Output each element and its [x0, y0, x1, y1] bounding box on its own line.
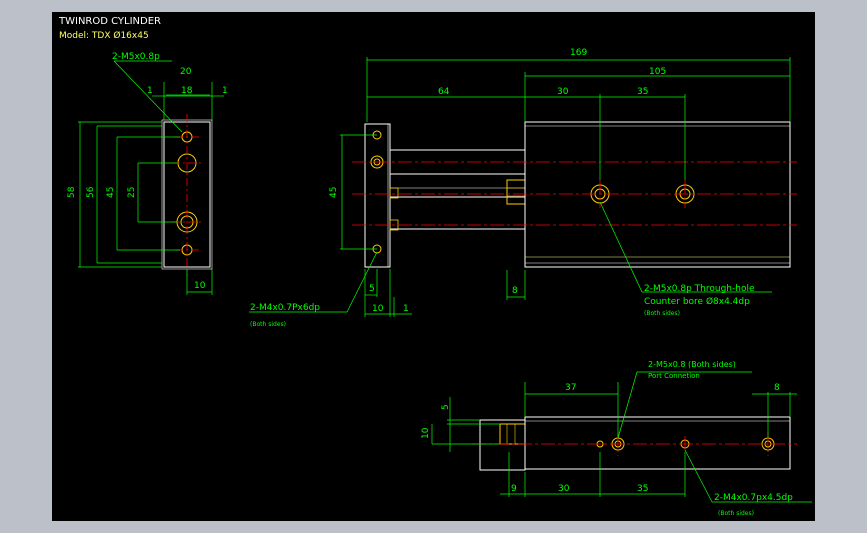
front-callout-both-sides-2: (Both sides) — [250, 321, 286, 328]
front-dim-1: 1 — [403, 304, 409, 314]
front-dim-169: 169 — [570, 48, 587, 58]
front-center-lines — [352, 161, 797, 226]
left-dim-20: 20 — [180, 67, 192, 77]
bottom-end-plate — [479, 419, 526, 471]
left-callout-m5: 2-M5x0.8p — [112, 52, 160, 62]
left-dim-1a: 1 — [147, 86, 153, 96]
drawing-svg: TWINROD CYLINDER Model: TDX Ø16x45 — [58, 16, 812, 517]
left-dim-25: 25 — [127, 187, 137, 198]
bottom-view: 37 8 5 10 9 30 35 2-M5x0.8 (Both sides) … — [421, 360, 812, 517]
left-dim-18: 18 — [181, 86, 193, 96]
front-rod-nut — [506, 179, 526, 205]
left-dimension-lines — [78, 60, 224, 295]
bottom-dim-30: 30 — [558, 484, 570, 494]
bottom-dim-8: 8 — [774, 383, 780, 393]
left-dim-10: 10 — [194, 281, 206, 291]
left-end-view: 2-M5x0.8p 20 18 1 1 58 56 45 25 10 — [67, 52, 228, 295]
left-center-lines — [172, 114, 202, 276]
front-dim-35: 35 — [637, 87, 648, 97]
front-callout-counterbore: Counter bore Ø8x4.4dp — [644, 296, 750, 307]
front-end-plate — [364, 123, 391, 268]
bottom-dim-5: 5 — [441, 404, 451, 410]
bottom-callout-m4: 2-M4x0.7px4.5dp — [714, 493, 793, 503]
front-view: 169 105 64 30 35 45 5 10 1 8 2-M5x0.8p T… — [249, 48, 797, 328]
front-cylinder-body — [524, 121, 791, 268]
cad-drawing-canvas: TWINROD CYLINDER Model: TDX Ø16x45 — [52, 12, 815, 521]
bottom-center-lines — [472, 432, 797, 456]
left-dimension-texts: 2-M5x0.8p 20 18 1 1 58 56 45 25 10 — [67, 52, 228, 291]
bottom-dimension-texts: 37 8 5 10 9 30 35 2-M5x0.8 (Both sides) … — [421, 360, 793, 517]
front-callout-m4: 2-M4x0.7Px6dp — [250, 303, 320, 313]
front-dim-5: 5 — [369, 284, 375, 294]
bottom-dim-37: 37 — [565, 383, 576, 393]
front-dim-45: 45 — [329, 187, 339, 198]
bottom-callout-both-sides: (Both sides) — [718, 510, 754, 517]
front-dim-105: 105 — [649, 67, 666, 77]
front-dim-8: 8 — [512, 286, 518, 296]
front-rod-lower — [389, 196, 526, 230]
front-dimension-lines — [249, 57, 791, 317]
front-dimension-texts: 169 105 64 30 35 45 5 10 1 8 2-M5x0.8p T… — [250, 48, 755, 328]
front-callout-both-sides-1: (Both sides) — [644, 310, 680, 317]
bottom-dim-35: 35 — [637, 484, 648, 494]
front-dim-64: 64 — [438, 87, 450, 97]
bottom-callout-port-connection: Port Connetion — [648, 372, 700, 380]
left-dim-45: 45 — [106, 187, 116, 198]
bottom-cylinder-body — [524, 416, 791, 470]
left-dim-58: 58 — [67, 186, 77, 198]
model-label: Model: TDX Ø16x45 — [59, 30, 149, 41]
left-dim-1b: 1 — [222, 86, 228, 96]
front-dim-10: 10 — [372, 304, 384, 314]
bottom-dim-10: 10 — [421, 427, 431, 439]
drawing-title: TWINROD CYLINDER — [58, 16, 161, 27]
bottom-dimension-lines — [431, 371, 812, 503]
bottom-dim-9: 9 — [511, 484, 517, 494]
left-dim-56: 56 — [86, 186, 96, 198]
bottom-nut — [499, 423, 526, 445]
front-callout-through-hole: 2-M5x0.8p Through-hole — [644, 284, 755, 294]
front-dim-30: 30 — [557, 87, 569, 97]
bottom-callout-port: 2-M5x0.8 (Both sides) — [648, 360, 736, 369]
